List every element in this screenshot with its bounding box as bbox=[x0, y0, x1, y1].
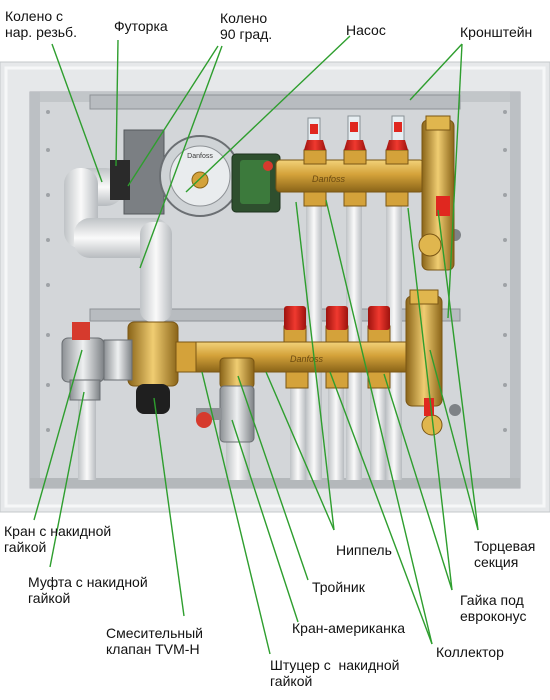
label-tortsevaya: Торцевая секция bbox=[474, 538, 536, 570]
outlet-pipes bbox=[78, 190, 402, 480]
circulation-pump: Danfoss bbox=[110, 129, 281, 217]
label-kronshtein: Кронштейн bbox=[460, 24, 533, 40]
mixing-valve-tvm-h bbox=[127, 321, 197, 414]
label-kran-amerikanka: Кран-американка bbox=[292, 620, 406, 636]
label-kollektor: Коллектор bbox=[436, 644, 504, 660]
collector-brand-upper: Danfoss bbox=[312, 174, 346, 184]
label-gaika-evrokonus: Гайка под евроконус bbox=[460, 592, 527, 624]
label-koleno-90: Колено 90 град. bbox=[220, 10, 273, 42]
label-nippel: Ниппель bbox=[336, 542, 392, 558]
label-klapan: Смесительный клапан TVM-H bbox=[106, 625, 203, 657]
label-nasos: Насос bbox=[346, 22, 386, 38]
pump-brand-text: Danfoss bbox=[187, 153, 213, 160]
lower-bracket-rail bbox=[89, 308, 461, 322]
label-koleno-rezba: Колено с нар. резьб. bbox=[5, 8, 77, 40]
upper-end-section bbox=[418, 115, 455, 271]
collector-brand-lower: Danfoss bbox=[290, 354, 324, 364]
ball-valve-left bbox=[61, 322, 133, 401]
label-mufta: Муфта с накидной гайкой bbox=[28, 574, 148, 606]
upper-collector: Danfoss bbox=[275, 140, 425, 207]
label-kran-nakidnoi: Кран с накидной гайкой bbox=[4, 523, 112, 555]
label-troinik: Тройник bbox=[312, 579, 365, 595]
label-futorka: Футорка bbox=[114, 18, 168, 34]
leader-lines bbox=[33, 35, 479, 655]
label-shtutser: Штуцер с накидной гайкой bbox=[270, 657, 400, 689]
upper-bracket-rail bbox=[89, 94, 461, 110]
